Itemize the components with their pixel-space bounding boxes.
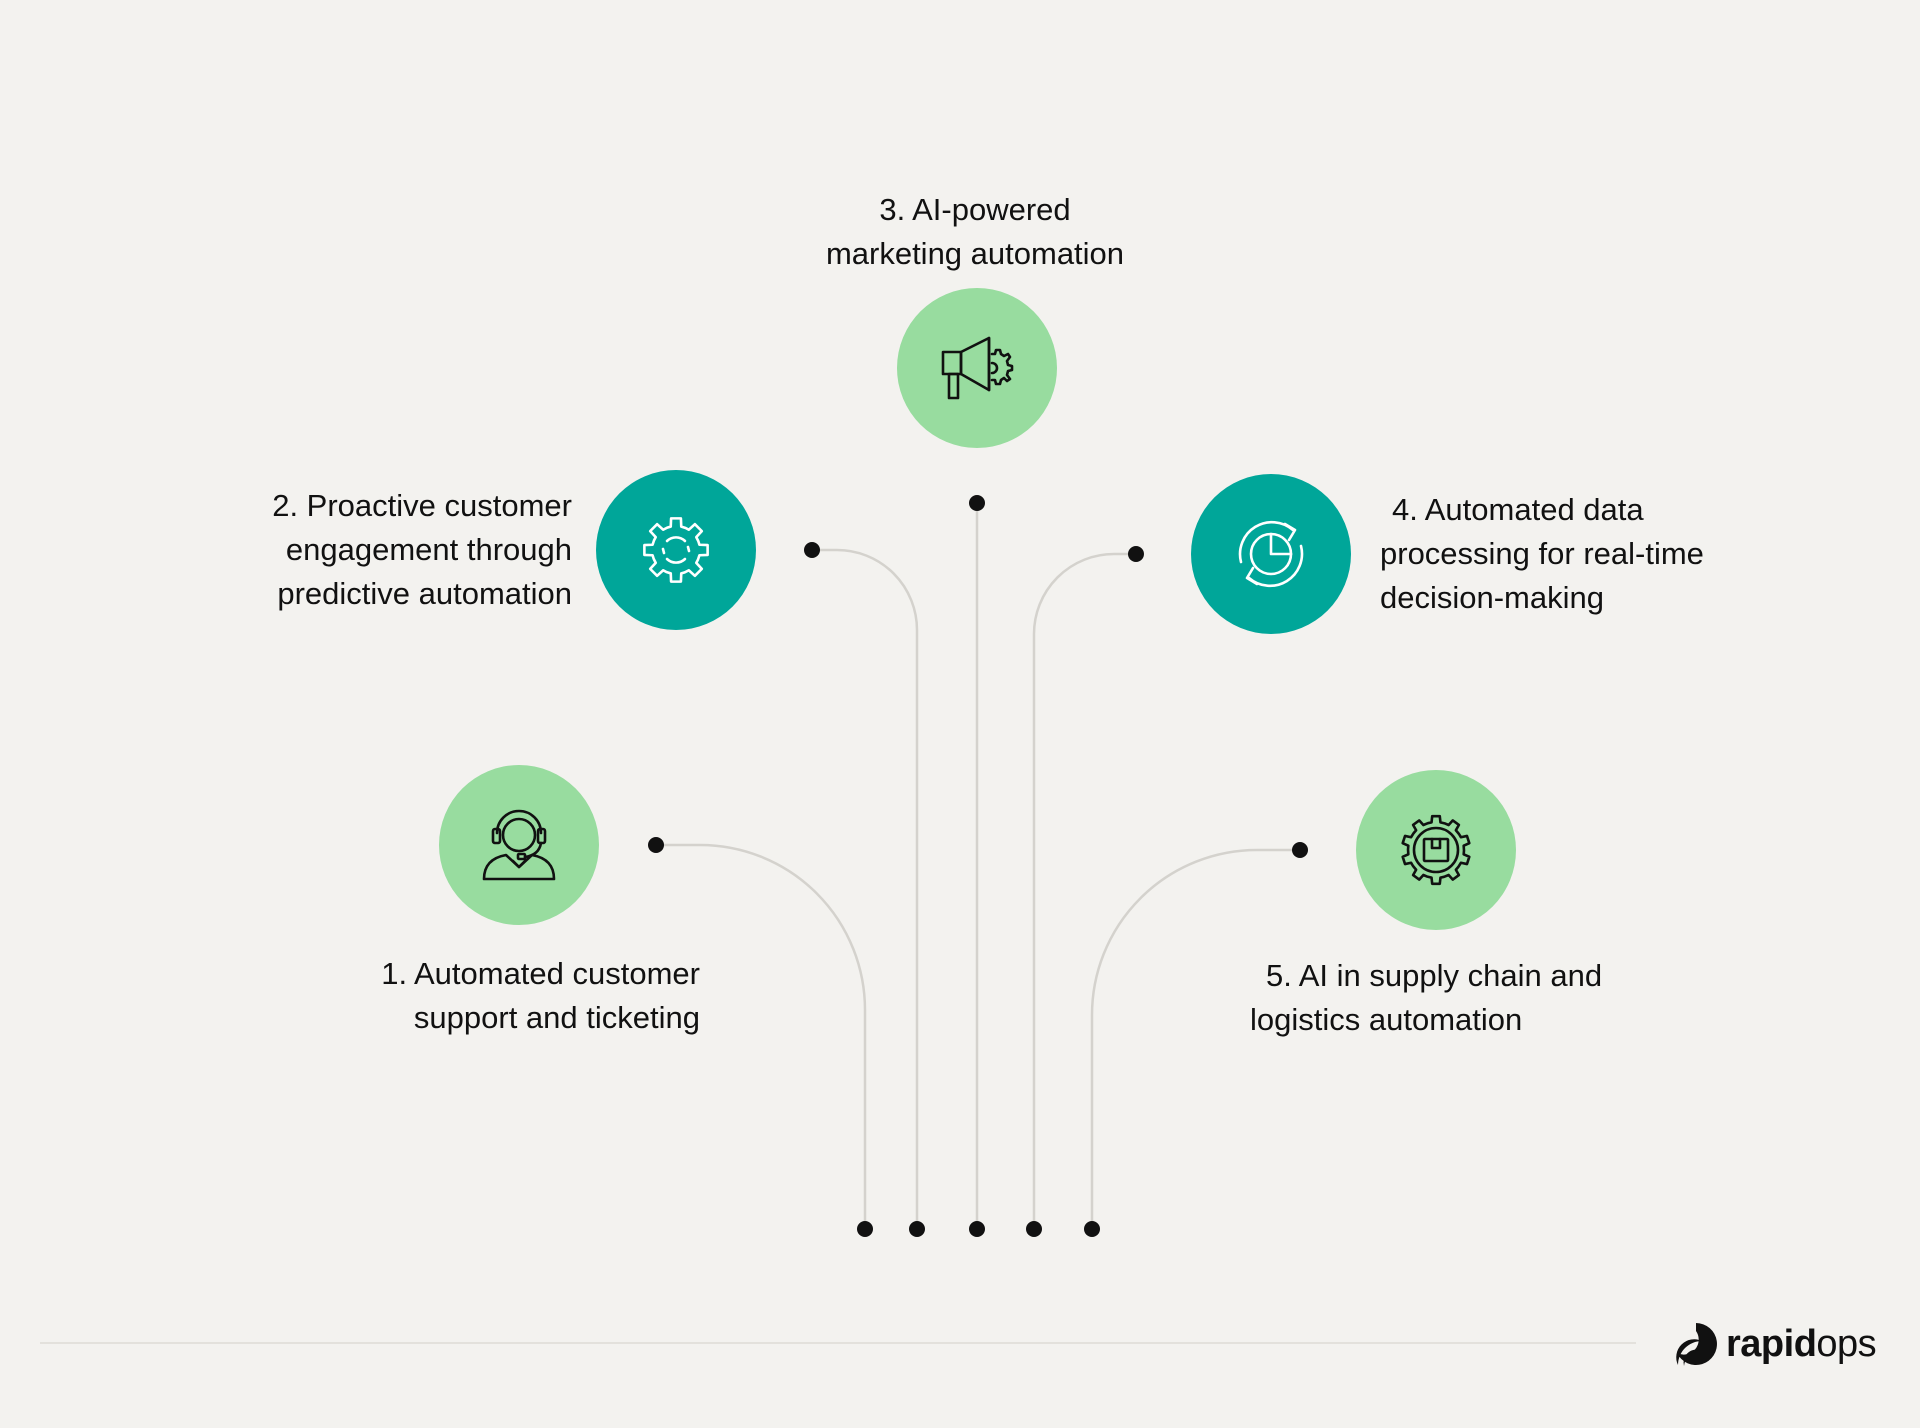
- customer-support-headset-icon: [482, 809, 556, 881]
- item-label-3: 3. AI-powered marketing automation: [790, 188, 1160, 276]
- rapidops-logo-icon: [1676, 1323, 1717, 1366]
- item-label-3-line-2: marketing automation: [825, 236, 1125, 271]
- refresh-pie-chart-icon: [1238, 520, 1304, 588]
- end-dot-5: [1292, 842, 1308, 858]
- bottom-dot-3: [969, 1221, 985, 1237]
- end-dot-4: [1128, 546, 1144, 562]
- connector-line-4: [1032, 552, 1136, 1229]
- item-label-4: 4. Automated data processing for real-ti…: [1380, 488, 1840, 620]
- brand-wordmark: rapidops: [1726, 1322, 1877, 1366]
- item-label-5-line-2: logistics automation: [1250, 1002, 1523, 1037]
- item-label-5-line-1: 5. AI in supply chain and: [1266, 958, 1603, 993]
- item-label-4-line-2: processing for real-time: [1380, 536, 1704, 571]
- megaphone-gear-icon: [941, 336, 1014, 400]
- item-label-2: 2. Proactive customer engagement through…: [220, 484, 572, 616]
- connector-line-5: [1090, 848, 1300, 1229]
- end-dot-1: [648, 837, 664, 853]
- item-label-2-line-1: 2. Proactive customer: [272, 488, 572, 523]
- item-label-2-line-3: predictive automation: [277, 576, 572, 611]
- item-label-4-line-3: decision-making: [1380, 580, 1604, 615]
- brand-name-bold: rapid: [1726, 1322, 1817, 1365]
- item-label-1-line-2: support and ticketing: [413, 1000, 700, 1035]
- brand-logo: rapidops: [1672, 1316, 1877, 1372]
- item-label-3-line-1: 3. AI-powered: [879, 192, 1071, 227]
- bottom-dot-2: [909, 1221, 925, 1237]
- item-label-1-line-1: 1. Automated customer: [381, 956, 700, 991]
- node-circle-1: [439, 765, 599, 925]
- node-circle-3: [897, 288, 1057, 448]
- node-circle-5: [1356, 770, 1516, 930]
- connector-line-1: [656, 843, 867, 1229]
- item-label-5: 5. AI in supply chain and logistics auto…: [1250, 954, 1650, 1042]
- connector-line-2: [812, 548, 919, 1229]
- bottom-dot-5: [1084, 1221, 1100, 1237]
- item-label-4-line-1: 4. Automated data: [1392, 492, 1644, 527]
- bottom-dot-1: [857, 1221, 873, 1237]
- end-dot-3: [969, 495, 985, 511]
- brand-name-light: ops: [1816, 1322, 1877, 1365]
- item-label-1: 1. Automated customer support and ticket…: [338, 952, 700, 1040]
- item-label-2-line-2: engagement through: [285, 532, 572, 567]
- bottom-dot-4: [1026, 1221, 1042, 1237]
- gear-icon: [643, 517, 709, 583]
- node-circle-2: [596, 470, 756, 630]
- end-dot-2: [804, 542, 820, 558]
- gear-package-icon: [1401, 814, 1471, 886]
